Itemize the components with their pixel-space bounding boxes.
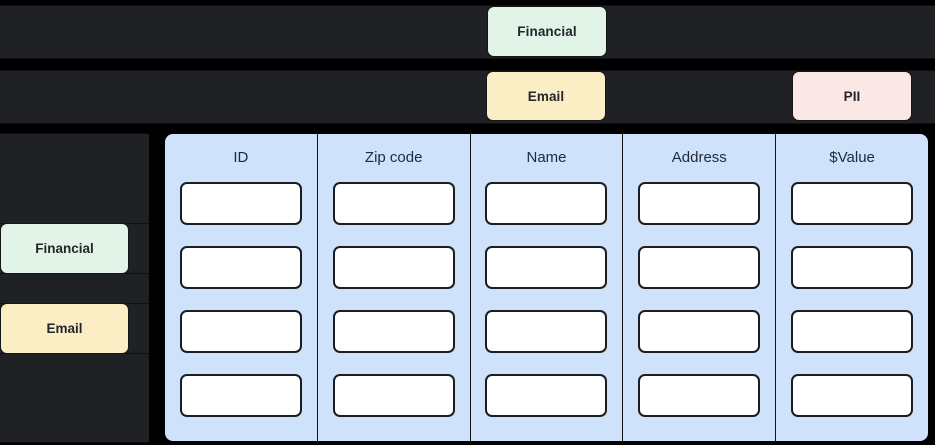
- table-cell[interactable]: [179, 246, 302, 289]
- table-cell[interactable]: [332, 310, 455, 353]
- sidebar-panel: Financial Email: [0, 133, 149, 443]
- column-header-name: Name: [526, 149, 567, 166]
- table-cell[interactable]: [179, 310, 302, 353]
- column-header-address: Address: [671, 149, 727, 166]
- table-cell[interactable]: [638, 182, 761, 225]
- tag-financial-top[interactable]: Financial: [487, 6, 607, 57]
- table-cell[interactable]: [179, 374, 302, 417]
- table-cell[interactable]: [791, 182, 914, 225]
- table-cell[interactable]: [485, 246, 608, 289]
- data-table: ID Zip code Name Address: [165, 134, 928, 441]
- table-cell[interactable]: [485, 182, 608, 225]
- table-cell[interactable]: [179, 182, 302, 225]
- column-header-zip-code: Zip code: [364, 149, 423, 166]
- table-column-id: ID: [165, 134, 318, 441]
- table-cell[interactable]: [485, 374, 608, 417]
- table-column-name: Name: [471, 134, 624, 441]
- table-column-address: Address: [623, 134, 777, 441]
- table-cell[interactable]: [791, 310, 914, 353]
- tag-pii-top[interactable]: PII: [792, 71, 912, 121]
- column-header-value: $Value: [829, 149, 875, 166]
- table-column-value: $Value: [776, 134, 928, 441]
- table-cell[interactable]: [638, 246, 761, 289]
- table-cell[interactable]: [791, 374, 914, 417]
- column-header-id: ID: [233, 149, 249, 166]
- sidebar-item-email[interactable]: Email: [0, 303, 129, 354]
- table-cell[interactable]: [638, 310, 761, 353]
- sidebar-item-financial[interactable]: Financial: [0, 223, 129, 274]
- table-cell[interactable]: [332, 374, 455, 417]
- table-column-zip-code: Zip code: [318, 134, 471, 441]
- top-bar-row-1: [0, 5, 935, 59]
- top-bar-row-2: [0, 70, 935, 124]
- tag-email-top[interactable]: Email: [486, 71, 606, 121]
- table-cell[interactable]: [332, 182, 455, 225]
- table-cell[interactable]: [638, 374, 761, 417]
- table-cell[interactable]: [485, 310, 608, 353]
- table-cell[interactable]: [332, 246, 455, 289]
- table-cell[interactable]: [791, 246, 914, 289]
